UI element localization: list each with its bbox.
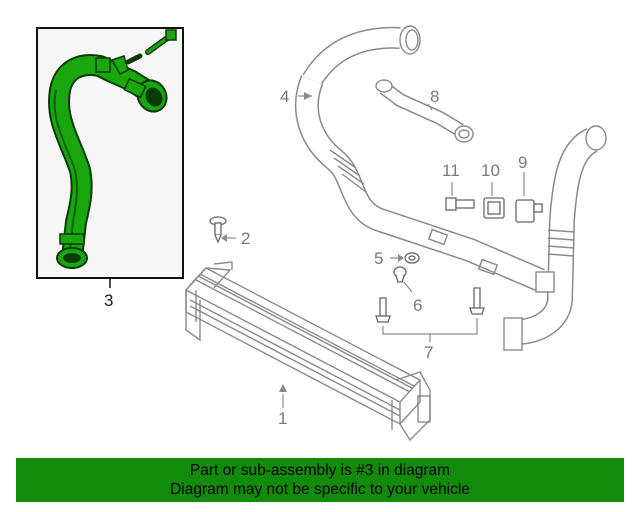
part-info-banner: Part or sub-assembly is #3 in diagram Di…: [16, 458, 624, 502]
part-3-inset[interactable]: 3: [36, 27, 184, 310]
callout-2: 2: [241, 229, 250, 248]
callout-4: 4: [280, 87, 289, 106]
charge-air-pipe[interactable]: [294, 25, 545, 292]
bolts-part-7[interactable]: [375, 287, 485, 323]
callout-6: 6: [413, 296, 422, 315]
callout-1: 1: [278, 409, 287, 428]
callout-9: 9: [518, 153, 527, 172]
sensor-part-9[interactable]: [515, 199, 543, 223]
callout-11: 11: [442, 161, 460, 180]
charge-air-hose-highlighted: [48, 29, 177, 269]
bolt-part-11[interactable]: [445, 197, 475, 211]
screw-part-2[interactable]: [209, 216, 227, 244]
callout-8: 8: [430, 87, 439, 106]
callout-10: 10: [481, 161, 500, 180]
banner-line-disclaimer: Diagram may not be specific to your vehi…: [170, 481, 470, 498]
parts-diagram: 3 1 2: [36, 25, 607, 442]
intercooler[interactable]: [184, 261, 431, 442]
banner-line-part: Part or sub-assembly is #3 in diagram: [189, 462, 451, 479]
outlet-pipe[interactable]: [503, 125, 607, 351]
clip-part-6[interactable]: [393, 266, 407, 283]
sensor-part-10[interactable]: [483, 197, 505, 219]
washer-part-5[interactable]: [404, 252, 420, 264]
vent-hose-part-8[interactable]: [375, 79, 474, 143]
callout-7: 7: [424, 343, 433, 362]
callout-3: 3: [104, 291, 113, 310]
callout-5: 5: [374, 249, 383, 268]
